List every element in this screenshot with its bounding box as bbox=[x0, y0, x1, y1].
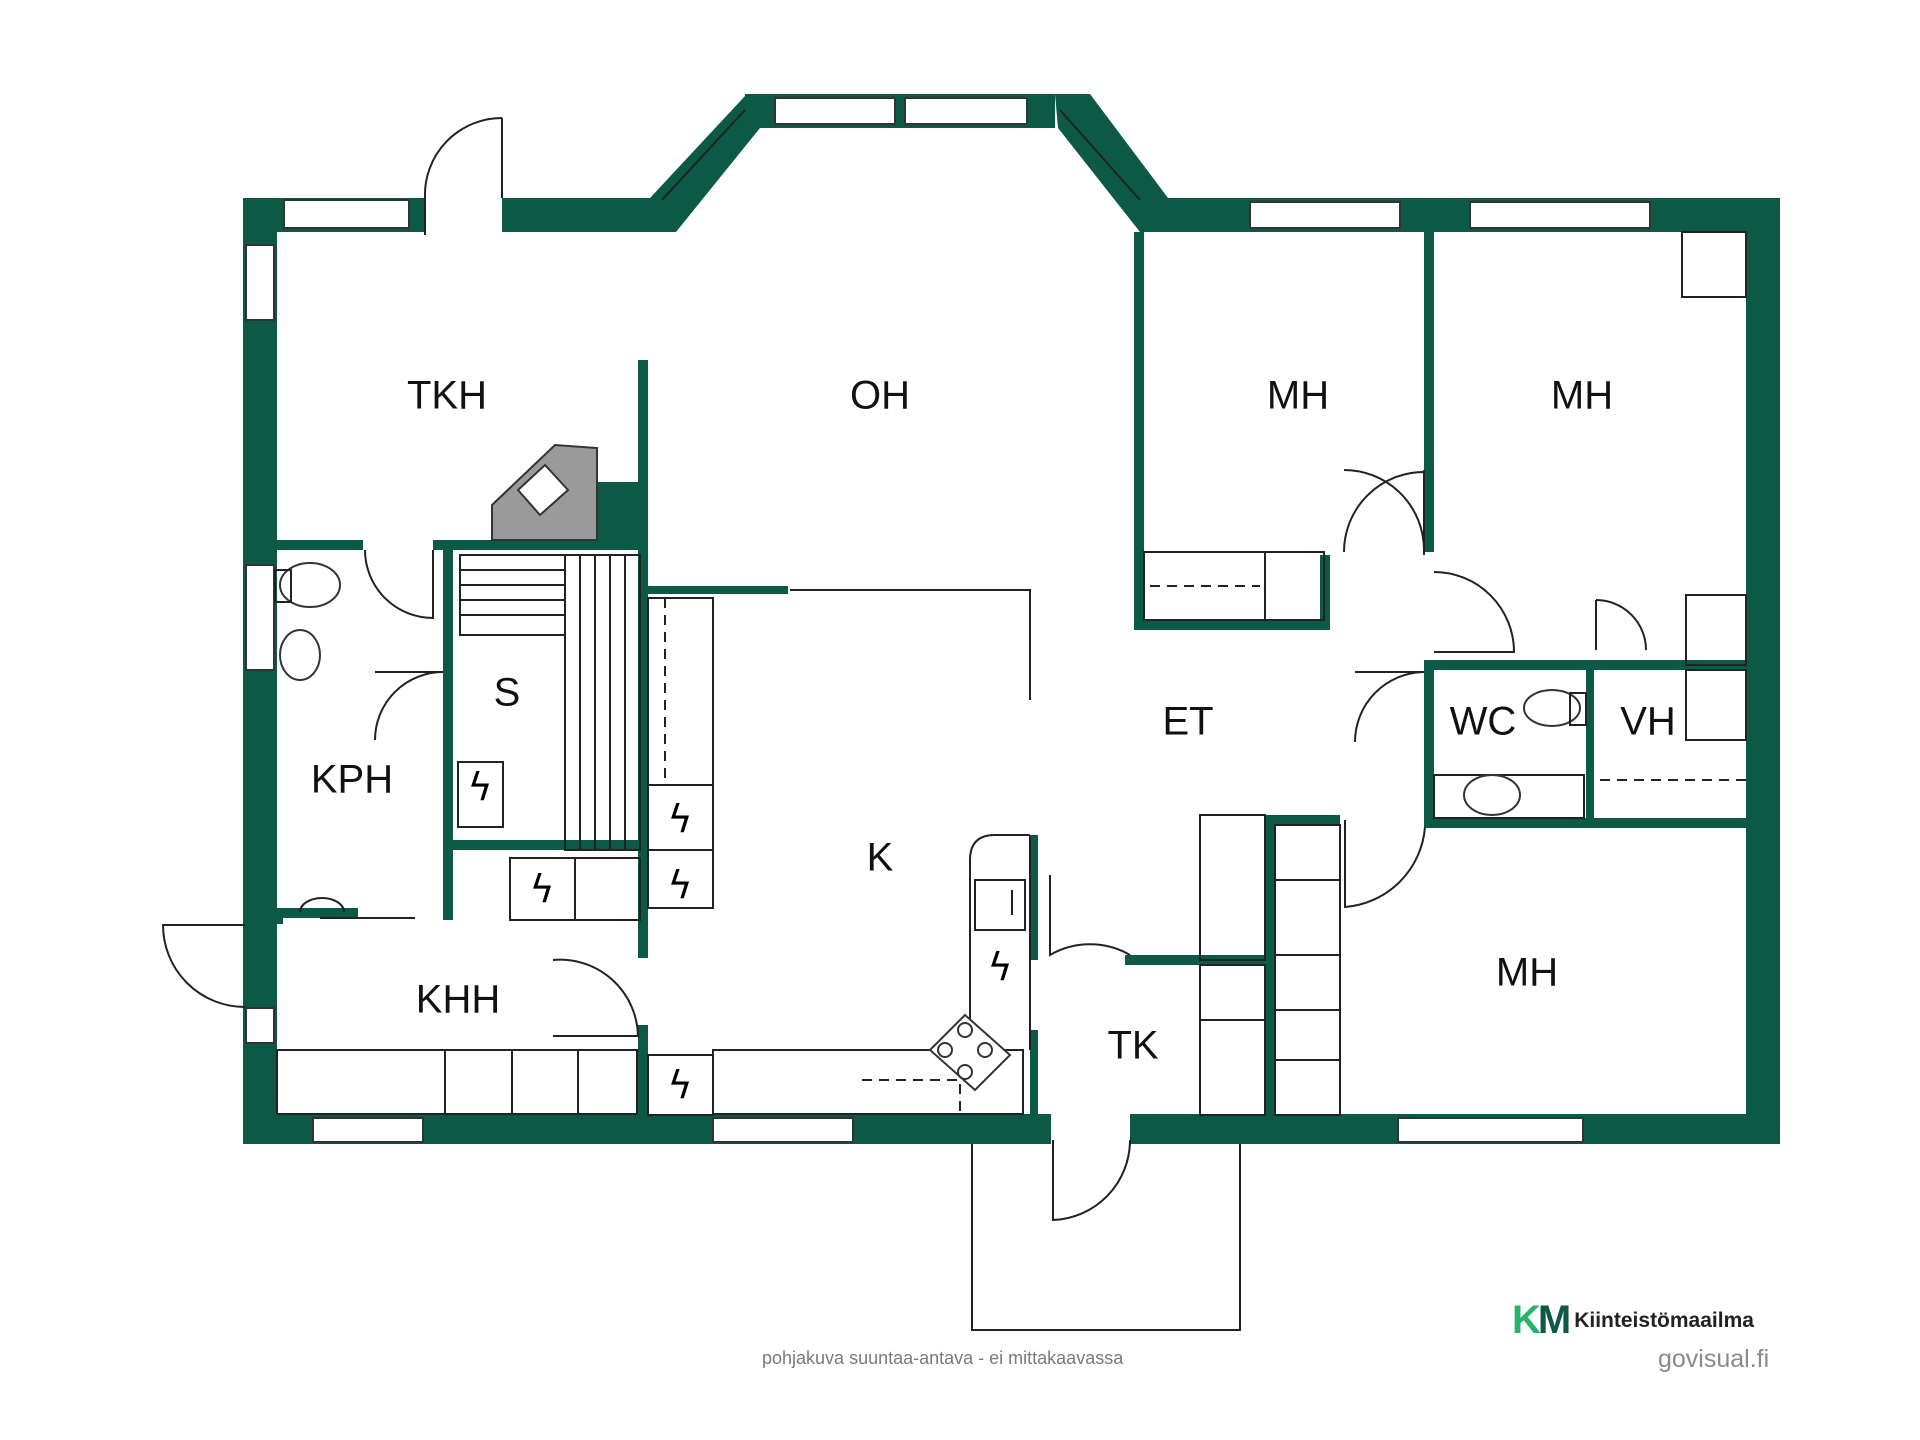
room-label-kph: KPH bbox=[311, 758, 393, 802]
brand-name: Kiinteistömaailma bbox=[1574, 1308, 1754, 1332]
room-label-s: S bbox=[494, 671, 521, 715]
sink-icon bbox=[279, 629, 321, 681]
interior-walls bbox=[273, 232, 1749, 1115]
room-label-mh-1: MH bbox=[1267, 374, 1329, 418]
sink-icon bbox=[1463, 774, 1521, 816]
doors bbox=[161, 117, 1647, 1222]
electric-appliance-icon: ϟ bbox=[667, 863, 692, 907]
disclaimer-text: pohjakuva suuntaa-antava - ei mittakaava… bbox=[762, 1348, 1124, 1368]
electric-appliance-icon: ϟ bbox=[467, 765, 492, 809]
toilet-icon bbox=[279, 562, 341, 608]
brand-mark-m: M bbox=[1537, 1298, 1571, 1342]
stove-icon bbox=[928, 1013, 1012, 1092]
credit-text: govisual.fi bbox=[1658, 1345, 1770, 1373]
room-label-mh-3: MH bbox=[1496, 951, 1558, 995]
room-label-mh-2: MH bbox=[1551, 374, 1613, 418]
room-label-khh: KHH bbox=[416, 978, 500, 1022]
fixtures: ϟ ϟ ϟ ϟ ϟ ϟ bbox=[274, 231, 1747, 1331]
room-label-k: K bbox=[867, 836, 894, 880]
brand-mark: KM bbox=[1512, 1298, 1571, 1343]
brand-mark-k: K bbox=[1512, 1298, 1541, 1342]
room-labels: TKH OH MH MH S KPH ET WC VH K KHH TK MH bbox=[311, 374, 1676, 1068]
room-label-vh: VH bbox=[1620, 700, 1676, 744]
electric-appliance-icon: ϟ bbox=[987, 945, 1012, 989]
electric-appliance-icon: ϟ bbox=[667, 1063, 692, 1107]
electric-appliance-icon: ϟ bbox=[667, 797, 692, 841]
room-label-oh: OH bbox=[850, 374, 910, 418]
windows bbox=[245, 97, 1651, 1143]
room-label-wc: WC bbox=[1450, 700, 1517, 744]
brand-logo: KM Kiinteistömaailma bbox=[1512, 1298, 1754, 1343]
toilet-icon bbox=[1523, 689, 1581, 727]
room-label-tk: TK bbox=[1107, 1024, 1158, 1068]
electric-appliance-icon: ϟ bbox=[529, 867, 554, 911]
room-label-tkh: TKH bbox=[407, 374, 487, 418]
room-label-et: ET bbox=[1162, 700, 1213, 744]
